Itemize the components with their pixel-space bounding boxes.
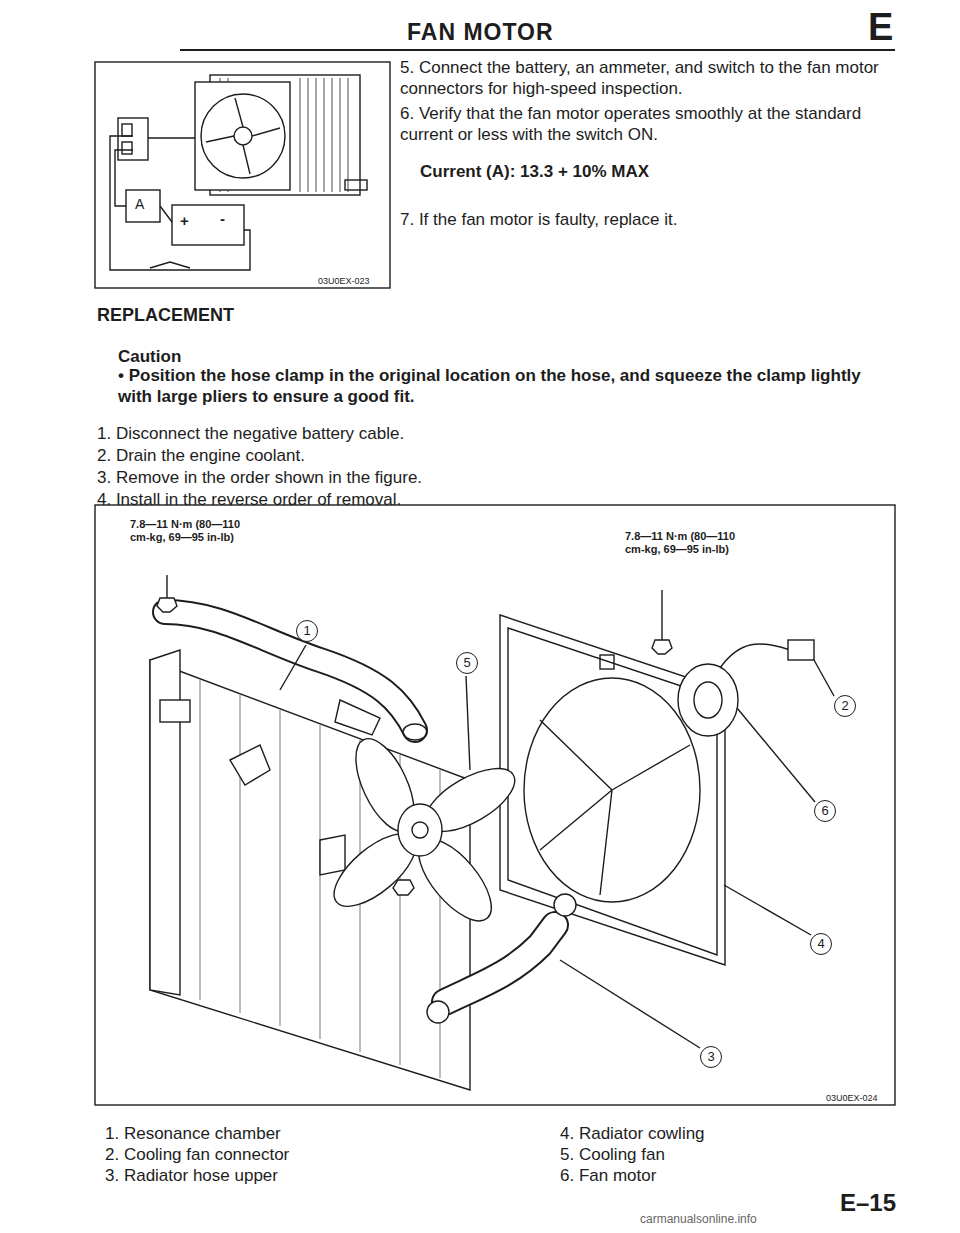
caution-heading: Caution <box>118 347 181 368</box>
torque-spec: 7.8—11 N·m (80—110 cm-kg, 69—95 in-lb) <box>625 530 750 557</box>
step-text: 6. Verify that the fan motor operates sm… <box>400 104 890 145</box>
parts-list-item: 5. Cooling fan <box>560 1145 665 1166</box>
callout-number: 6 <box>814 800 836 822</box>
callout-number: 2 <box>834 695 856 717</box>
step-text: 7. If the fan motor is faulty, replace i… <box>400 210 890 231</box>
torque-spec: 7.8—11 N·m (80—110 cm-kg, 69—95 in-lb) <box>130 518 255 545</box>
step-text: 3. Remove in the order shown in the figu… <box>97 468 422 489</box>
step-text: 4. Install in the reverse order of remov… <box>97 490 401 511</box>
callout-number: 5 <box>456 652 478 674</box>
watermark: carmanualsonline.info <box>640 1212 757 1227</box>
section-heading: REPLACEMENT <box>97 305 234 327</box>
parts-list-item: 1. Resonance chamber <box>105 1124 281 1145</box>
terminal-sign: - <box>220 210 225 228</box>
step-text: 5. Connect the battery, an ammeter, and … <box>400 58 890 99</box>
spec-value: Current (A): 13.3 + 10% MAX <box>420 162 649 183</box>
parts-list-item: 6. Fan motor <box>560 1166 656 1187</box>
callout-number: 4 <box>810 933 832 955</box>
parts-list-item: 4. Radiator cowling <box>560 1124 705 1145</box>
meter-symbol: A <box>135 196 144 213</box>
parts-list-item: 3. Radiator hose upper <box>105 1166 278 1187</box>
section-letter: E <box>868 4 893 50</box>
figure-code: 03U0EX-024 <box>826 1093 878 1104</box>
caution-text: • Position the hose clamp in the origina… <box>118 366 888 407</box>
page-title: FAN MOTOR <box>407 18 554 46</box>
callout-number: 1 <box>296 620 318 642</box>
page-number: E–15 <box>840 1188 896 1217</box>
terminal-sign: + <box>180 212 189 230</box>
figure-code: 03U0EX-023 <box>318 276 370 287</box>
step-text: 1. Disconnect the negative battery cable… <box>97 424 404 445</box>
step-text: 2. Drain the engine coolant. <box>97 446 305 467</box>
parts-list-item: 2. Cooling fan connector <box>105 1145 289 1166</box>
callout-number: 3 <box>700 1046 722 1068</box>
